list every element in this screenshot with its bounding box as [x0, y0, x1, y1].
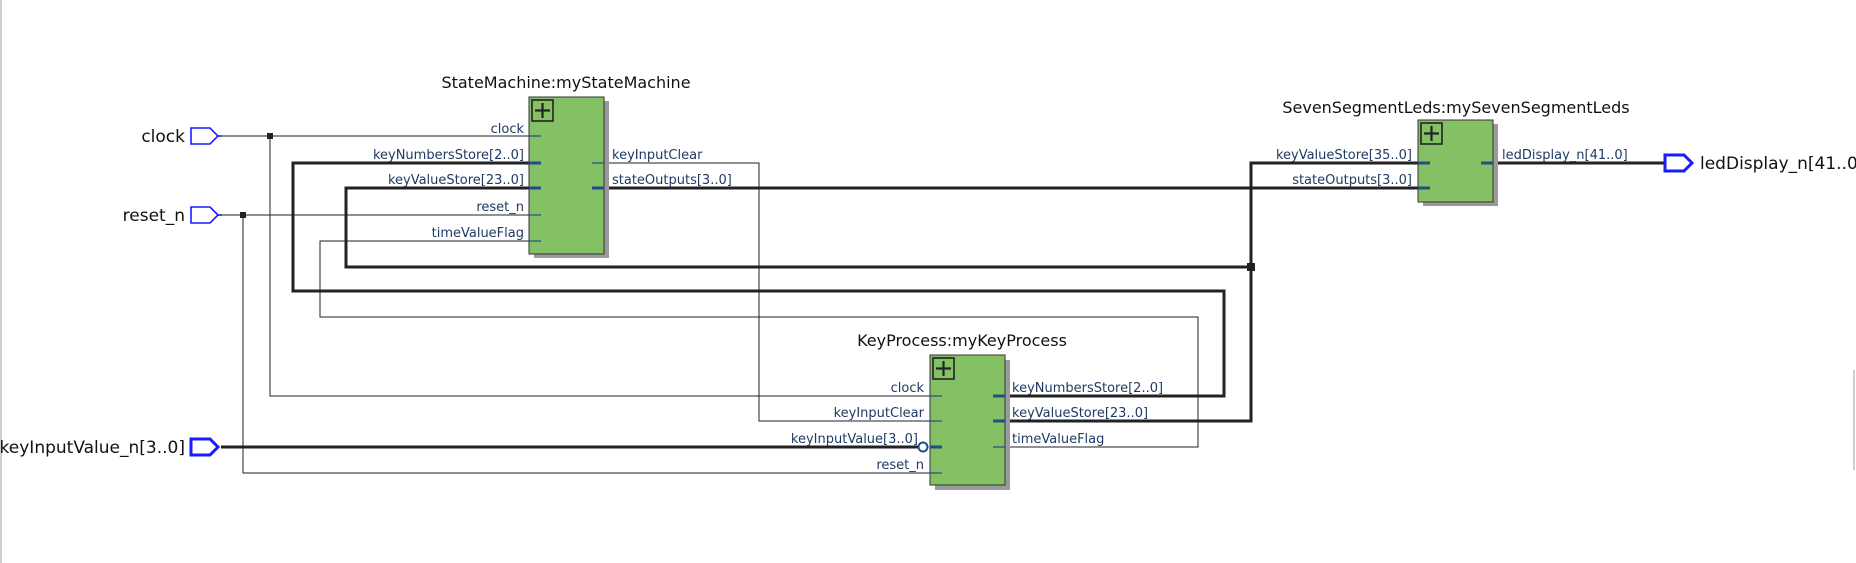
block-title-state-machine: StateMachine:myStateMachine: [441, 73, 690, 92]
port-label: keyValueStore[23..0]: [388, 173, 524, 188]
port-label: timeValueFlag: [432, 226, 524, 241]
port-label: ledDisplay_n[41..0]: [1502, 148, 1628, 163]
port-label: keyValueStore[35..0]: [1276, 148, 1412, 163]
block-title-key-process: KeyProcess:myKeyProcess: [857, 331, 1067, 350]
net-key-value-store[interactable]: [344, 161, 1428, 423]
input-pin-reset-n[interactable]: [190, 206, 222, 224]
input-pin-clock[interactable]: [190, 127, 222, 145]
port-label: stateOutputs[3..0]: [612, 173, 732, 188]
port-label: keyNumbersStore[2..0]: [1012, 381, 1163, 396]
port-label: reset_n: [476, 200, 524, 215]
pin-label-reset-n: reset_n: [123, 206, 185, 226]
pin-label-clock: clock: [141, 127, 185, 147]
pin-label-key-input-value: keyInputValue_n[3..0]: [0, 438, 185, 458]
port-label: keyNumbersStore[2..0]: [373, 148, 524, 163]
port-label: keyValueStore[23..0]: [1012, 406, 1148, 421]
port-label: keyInputClear: [834, 406, 925, 421]
port-label: stateOutputs[3..0]: [1292, 173, 1412, 188]
block-state-machine[interactable]: [528, 96, 609, 258]
net-clock[interactable]: [221, 133, 930, 397]
pin-label-led-display: ledDisplay_n[41..0]: [1700, 154, 1856, 174]
port-label: timeValueFlag: [1012, 432, 1104, 447]
output-pin-led-display[interactable]: [1663, 153, 1695, 173]
port-label: clock: [891, 381, 925, 396]
port-label: clock: [491, 122, 525, 137]
port-label: reset_n: [876, 458, 924, 473]
net-key-input-clear[interactable]: [594, 162, 930, 422]
invert-bubble: [917, 441, 929, 453]
port-label: keyInputClear: [612, 148, 703, 163]
net-reset-n[interactable]: [221, 212, 930, 474]
block-seven-segment-leds[interactable]: [1417, 119, 1498, 206]
block-title-seven-segment: SevenSegmentLeds:mySevenSegmentLeds: [1282, 98, 1629, 117]
input-pin-key-input-value[interactable]: [189, 437, 221, 457]
port-label: keyInputValue[3..0]: [791, 432, 918, 447]
block-key-process[interactable]: [917, 354, 1011, 490]
